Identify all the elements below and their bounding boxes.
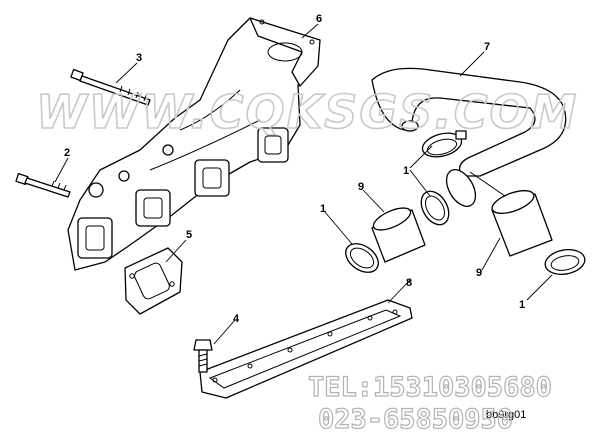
callout-9-right: 9 (476, 267, 482, 279)
manifold-gasket (124, 247, 183, 315)
callout-6: 6 (316, 13, 322, 25)
exhaust-manifold (67, 17, 321, 271)
callout-3: 3 (136, 52, 142, 64)
callout-1-upper: 1 (403, 165, 409, 177)
capscrew-small (193, 339, 213, 373)
heat-shield-plate (199, 299, 413, 399)
watermark-phone: 023-65850950 (318, 404, 513, 435)
watermark-website: WWW.CQKSGS.COM (36, 85, 578, 139)
drawing-code: bb9rg01 (486, 409, 526, 421)
callout-1-right: 1 (519, 299, 525, 311)
hose-clamp-middle (420, 190, 450, 226)
capscrew-long (70, 68, 151, 106)
watermark-tel: TEL:15310305680 (308, 372, 552, 403)
leader-lines (54, 23, 553, 345)
callout-8: 8 (406, 277, 412, 289)
hose-clamp-left (345, 243, 379, 273)
hose-short (371, 207, 426, 263)
hose-long (491, 190, 553, 257)
callout-1-left: 1 (320, 203, 326, 215)
exhaust-elbow (371, 67, 567, 207)
callout-9-left: 9 (358, 181, 364, 193)
callout-4: 4 (233, 313, 240, 325)
callout-7: 7 (484, 41, 490, 53)
callout-5: 5 (186, 229, 192, 241)
hose-clamp-right (544, 249, 586, 275)
callout-2: 2 (64, 147, 70, 159)
capscrew-short (15, 173, 71, 198)
